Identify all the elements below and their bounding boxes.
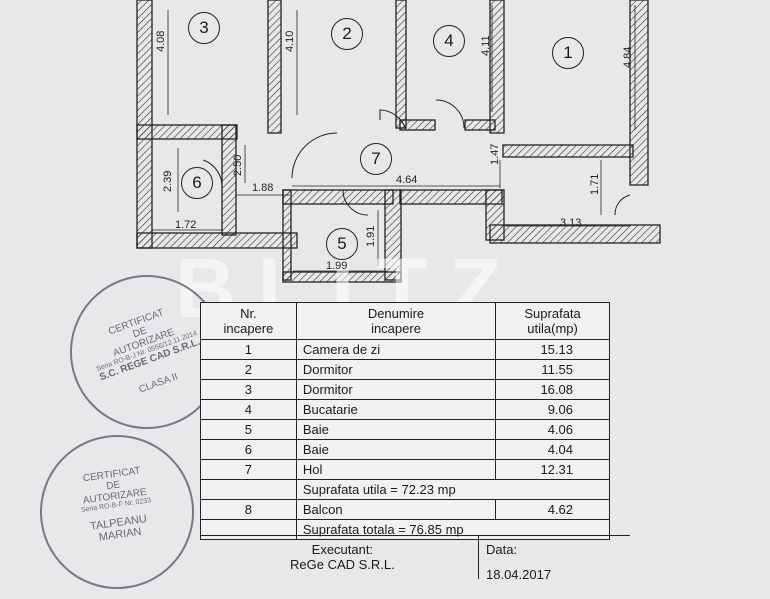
header-nr: Nr. incapere bbox=[200, 302, 297, 340]
room-number-6: 6 bbox=[181, 167, 213, 199]
document-footer: Executant: ReGe CAD S.R.L. Data: 18.04.2… bbox=[200, 535, 630, 582]
room-number-5: 5 bbox=[326, 228, 358, 260]
usable-total: Suprafata utila = 72.23 mp bbox=[295, 479, 611, 500]
room-number-1: 1 bbox=[552, 37, 584, 69]
date-label: Data: bbox=[486, 542, 518, 557]
certification-stamp-bottom: CERTIFICAT DE AUTORIZARE Seria RO-B-F Nr… bbox=[30, 425, 204, 599]
floor-plan bbox=[136, 0, 661, 283]
door-arcs bbox=[202, 99, 631, 216]
executant-label: Executant: bbox=[311, 542, 374, 557]
dim-label: 3.13 bbox=[560, 217, 582, 229]
grand-total-row: Suprafata totala = 76.85 mp bbox=[200, 519, 611, 540]
date-value: 18.04.2017 bbox=[486, 567, 552, 582]
room-number-7: 7 bbox=[360, 143, 392, 175]
room-area-table: Nr. incapere Denumire incapere Suprafata… bbox=[200, 302, 611, 540]
dim-label: 4.11 bbox=[480, 35, 492, 56]
dim-label: 1.99 bbox=[326, 260, 348, 272]
dim-label: 2.39 bbox=[162, 170, 174, 192]
dim-label: 4.10 bbox=[284, 30, 296, 52]
walls bbox=[136, 0, 661, 283]
dimension-lines bbox=[152, 5, 636, 272]
room-number-2: 2 bbox=[331, 18, 363, 50]
header-name: Denumire incapere bbox=[295, 302, 497, 340]
dim-label: 2.50 bbox=[232, 154, 244, 176]
dim-label: 4.64 bbox=[396, 174, 418, 186]
table-header-row: Nr. incapere Denumire incapere Suprafata… bbox=[200, 302, 610, 340]
dim-label: 4.08 bbox=[155, 30, 167, 52]
date-block: Data: 18.04.2017 bbox=[486, 542, 551, 582]
dim-label: 1.71 bbox=[589, 173, 601, 195]
room-number-4: 4 bbox=[433, 25, 465, 57]
footer-divider bbox=[478, 536, 480, 579]
grand-total: Suprafata totala = 76.85 mp bbox=[295, 519, 611, 540]
room-number-3: 3 bbox=[188, 12, 220, 44]
header-area: Suprafata utila(mp) bbox=[495, 302, 610, 340]
dim-label: 1.91 bbox=[365, 225, 377, 247]
dim-label: 4.84 bbox=[622, 46, 634, 68]
executant-name: ReGe CAD S.R.L. bbox=[290, 557, 395, 572]
dim-label: 1.88 bbox=[252, 182, 274, 194]
usable-total-row: Suprafata utila = 72.23 mp bbox=[200, 479, 611, 500]
executant-block: Executant: ReGe CAD S.R.L. bbox=[290, 542, 395, 572]
dim-label: 1.72 bbox=[175, 219, 197, 231]
dim-label: 1.47 bbox=[489, 143, 501, 165]
